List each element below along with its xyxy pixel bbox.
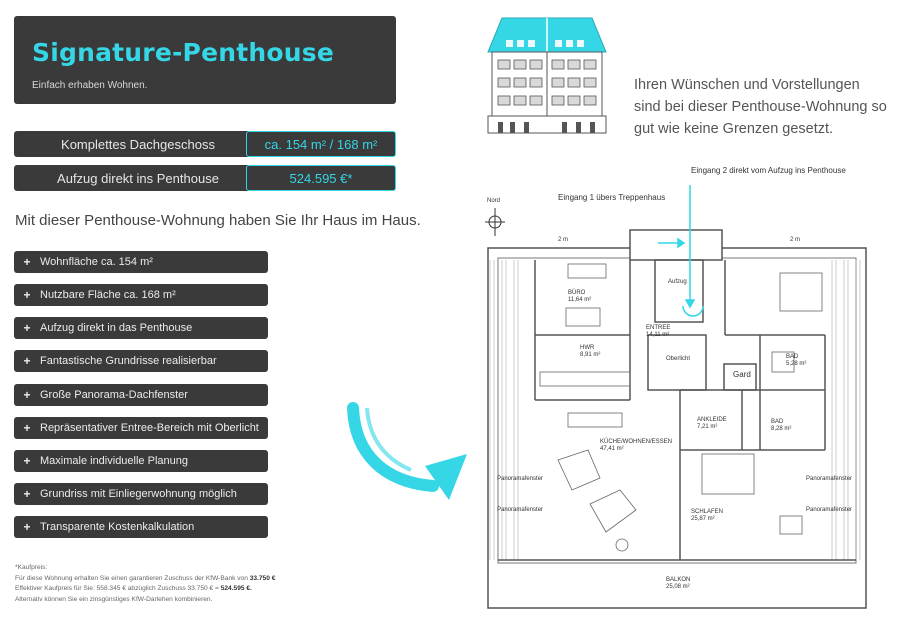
north-label: Nord (487, 198, 501, 204)
intro-text: Ihren Wünschen und Vorstellungen sind be… (634, 74, 887, 140)
roof-slope-right (831, 260, 861, 560)
plus-icon: + (23, 520, 31, 534)
feature-item: + Transparente Kostenkalkulation (14, 516, 268, 538)
feature-label: Maximale individuelle Planung (40, 455, 188, 467)
feature-item: + Aufzug direkt in das Penthouse (14, 317, 268, 339)
page-title: Signature-Penthouse (32, 38, 334, 67)
stairwell (629, 229, 723, 261)
feature-label: Fantastische Grundrisse realisierbar (40, 355, 217, 367)
floorplan (485, 185, 867, 609)
plus-icon: + (23, 487, 31, 501)
intro-line: gut wie keine Grenzen gesetzt. (634, 121, 834, 137)
feature-item: + Nutzbare Fläche ca. 168 m² (14, 284, 268, 306)
title-box: Signature-Penthouse Einfach erhaben Wohn… (14, 16, 396, 104)
panorama-window-label: Panoramafenster (806, 507, 853, 513)
plus-icon: + (23, 321, 31, 335)
room-hwr-name: HWR (580, 345, 595, 351)
feature-label: Aufzug direkt in das Penthouse (40, 322, 193, 334)
room-buero-area: 11,64 m² (568, 297, 592, 303)
feature-label: Nutzbare Fläche ca. 168 m² (40, 289, 176, 301)
plus-icon: + (23, 255, 31, 269)
facade-windows (497, 59, 597, 106)
arrow-stroke-detail (365, 407, 412, 472)
footnote-bold: 524.595 €. (220, 585, 252, 592)
feature-label: Wohnfläche ca. 154 m² (40, 256, 153, 268)
feature-label: Grundriss mit Einliegerwohnung möglich (40, 488, 237, 500)
arrow-icon (347, 402, 467, 500)
plus-icon: + (23, 454, 31, 468)
roof-windows (506, 40, 584, 47)
panorama-window-label: Panoramafenster (497, 507, 544, 513)
room-buero-name: BÜRO (568, 290, 586, 296)
room-ankleide-name: ANKLEIDE (697, 417, 727, 423)
footnote-text: Für diese Wohnung erhalten Sie einen gar… (15, 574, 248, 582)
intro-line: Ihren Wünschen und Vorstellungen (634, 77, 860, 93)
room-bad1-area: 5,28 m² (786, 361, 807, 367)
room-walls (498, 259, 856, 561)
footnote-heading: *Kaufpreis: (15, 564, 48, 571)
tagline: Mit dieser Penthouse-Wohnung haben Sie I… (15, 212, 421, 229)
room-bad1-name: BAD (786, 354, 799, 360)
panorama-window-label: Panoramafenster (497, 476, 544, 482)
room-kueche-name: KÜCHE/WOHNEN/ESSEN (600, 439, 673, 445)
feature-item: + Repräsentativer Entree-Bereich mit Ober… (14, 417, 268, 439)
room-balkon-area: 25,08 m² (666, 584, 690, 590)
footnote-line-3: Alternativ können Sie ein zinsgünstiges … (15, 595, 213, 603)
feature-item: + Grundriss mit Einliegerwohnung möglich (14, 483, 268, 505)
fact-value-price: 524.595 €* (246, 165, 396, 191)
intro-line: sind bei dieser Penthouse-Wohnung so (634, 99, 887, 115)
dimension-label-right: 2 m (790, 237, 801, 243)
entrance-1-label: Eingang 1 übers Treppenhaus (558, 193, 666, 202)
footnote-text: Effektiver Kaufpreis für Sie: 558.345 € … (15, 585, 219, 592)
feature-label: Große Panorama-Dachfenster (40, 389, 188, 401)
room-entree-area: 14,11 m² (646, 332, 670, 338)
footnote-line-1: Für diese Wohnung erhalten Sie einen gar… (15, 574, 275, 585)
plus-icon: + (23, 388, 31, 402)
feature-label: Transparente Kostenkalkulation (40, 521, 195, 533)
ground-openings (498, 122, 595, 133)
room-gard-name: Gard (733, 370, 751, 379)
room-bad2-area: 8,28 m² (771, 426, 792, 432)
feature-item: + Wohnfläche ca. 154 m² (14, 251, 268, 273)
fact-value-area: ca. 154 m² / 168 m² (246, 131, 396, 157)
footnote-line-2: Effektiver Kaufpreis für Sie: 558.345 € … (15, 584, 275, 595)
price-footnote: *Kaufpreis: Für diese Wohnung erhalten S… (15, 563, 275, 605)
footnote-bold: 33.750 € (249, 574, 276, 582)
room-balkon-name: BALKON (666, 577, 691, 583)
panorama-window-label: Panoramafenster (806, 476, 853, 482)
feature-item: + Fantastische Grundrisse realisierbar (14, 350, 268, 372)
compass-icon (485, 208, 505, 236)
plus-icon: + (23, 421, 31, 435)
outer-wall (487, 247, 867, 609)
room-entree-name: ENTREE (646, 325, 671, 331)
room-ankleide-area: 7,21 m² (697, 424, 718, 430)
room-bad2-name: BAD (771, 419, 784, 425)
plus-icon: + (23, 288, 31, 302)
feature-item: + Maximale individuelle Planung (14, 450, 268, 472)
room-oberlicht-name: Oberlicht (666, 356, 691, 362)
room-hwr-area: 8,91 m² (580, 352, 601, 358)
entrance-2-label: Eingang 2 direkt vom Aufzug ins Penthous… (691, 166, 846, 175)
room-aufzug-name: Aufzug (668, 279, 687, 285)
arrow-shaft (347, 402, 439, 492)
plus-icon: + (23, 354, 31, 368)
furniture (539, 263, 823, 552)
room-kueche-area: 47,41 m² (600, 446, 624, 452)
building-illustration (487, 17, 607, 134)
fact-label-floor: Komplettes Dachgeschoss (14, 131, 262, 157)
page-subtitle: Einfach erhaben Wohnen. (32, 80, 148, 91)
ground-floor (487, 115, 607, 134)
roof-slope-left (489, 260, 519, 560)
fact-label-elevator: Aufzug direkt ins Penthouse (14, 165, 262, 191)
feature-label: Repräsentativer Entree-Bereich mit Oberl… (40, 422, 259, 434)
arrow-head (425, 454, 467, 500)
dimension-label-left: 2 m (558, 237, 569, 243)
entrance-arrows (658, 185, 704, 317)
feature-item: + Große Panorama-Dachfenster (14, 384, 268, 406)
room-schlafen-name: SCHLAFEN (691, 509, 724, 515)
room-schlafen-area: 25,87 m² (691, 516, 715, 522)
